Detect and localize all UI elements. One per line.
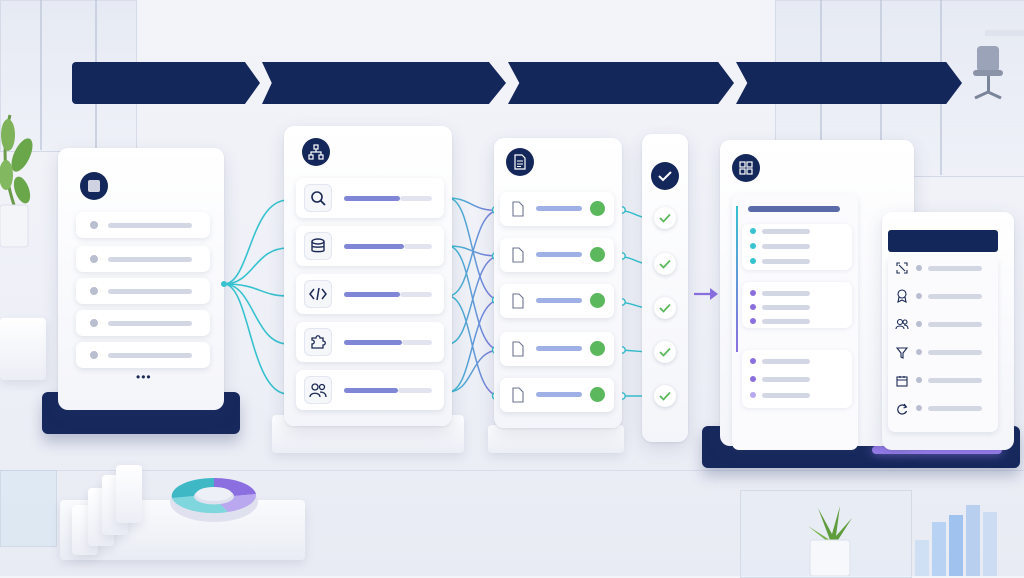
file-icon xyxy=(512,387,524,403)
list-item[interactable] xyxy=(76,212,210,238)
succulent-icon xyxy=(808,506,852,576)
status-ok-dot xyxy=(590,293,605,308)
action-list xyxy=(888,256,998,432)
stage-2[interactable] xyxy=(262,62,506,104)
glow-strip xyxy=(872,446,1002,454)
list-item[interactable] xyxy=(76,310,210,336)
users-icon xyxy=(304,376,332,404)
list-item[interactable] xyxy=(76,246,210,272)
donut-chart-icon xyxy=(170,477,258,522)
input-panel-header-icon xyxy=(80,172,108,200)
list-item[interactable] xyxy=(76,278,210,304)
tool-item-plugin[interactable] xyxy=(296,322,444,362)
expand-icon xyxy=(896,262,908,274)
result-group[interactable] xyxy=(742,350,852,408)
square-icon xyxy=(88,180,100,192)
documents-panel xyxy=(494,138,622,428)
floor-line xyxy=(0,470,1024,471)
tool-item-search[interactable] xyxy=(296,178,444,218)
stage-4[interactable] xyxy=(736,62,962,104)
tools-panel-header-icon xyxy=(302,138,330,166)
file-icon xyxy=(512,201,524,217)
file-icon xyxy=(512,247,524,263)
code-icon xyxy=(304,280,332,308)
desk xyxy=(985,30,1024,36)
check-icon xyxy=(654,253,676,275)
documents-panel-header-icon xyxy=(506,148,534,176)
refresh-icon xyxy=(897,403,908,415)
status-ok-dot xyxy=(590,341,605,356)
plant-icon xyxy=(0,114,33,248)
result-card xyxy=(732,194,858,450)
mullion xyxy=(40,0,42,150)
check-icon xyxy=(654,341,676,363)
user-group-icon xyxy=(895,318,909,330)
document-item[interactable] xyxy=(500,284,614,318)
tool-item-users[interactable] xyxy=(296,370,444,410)
check-icon xyxy=(654,385,676,407)
list-item[interactable] xyxy=(76,342,210,368)
tool-item-code[interactable] xyxy=(296,274,444,314)
result-group[interactable] xyxy=(742,282,852,328)
grid-icon xyxy=(739,161,753,175)
input-panel: ••• xyxy=(58,148,224,410)
document-item[interactable] xyxy=(500,378,614,412)
result-group[interactable] xyxy=(742,224,852,270)
badge-icon xyxy=(897,289,907,303)
file-icon xyxy=(512,293,524,309)
action-panel xyxy=(882,212,1014,450)
puzzle-icon xyxy=(304,328,332,356)
result-panel-header-icon xyxy=(732,154,760,182)
sitemap-icon xyxy=(308,144,324,160)
glass-box xyxy=(0,470,57,547)
calendar-icon xyxy=(896,376,908,387)
document-item[interactable] xyxy=(500,192,614,226)
status-ok-dot xyxy=(590,247,605,262)
validation-column xyxy=(642,134,688,442)
block xyxy=(116,465,142,523)
check-icon xyxy=(658,171,672,182)
database-icon xyxy=(304,232,332,260)
stage-3[interactable] xyxy=(508,62,734,104)
status-ok-dot xyxy=(590,387,605,402)
document-item[interactable] xyxy=(500,238,614,272)
result-panel xyxy=(720,140,914,450)
validation-header-icon xyxy=(651,162,679,190)
filter-icon xyxy=(896,347,908,359)
file-icon xyxy=(512,341,524,357)
tool-item-database[interactable] xyxy=(296,226,444,266)
timeline-line xyxy=(736,206,738,352)
action-panel-header xyxy=(888,230,998,252)
document-item[interactable] xyxy=(500,332,614,366)
stage-1[interactable] xyxy=(72,62,260,104)
status-ok-dot xyxy=(590,201,605,216)
pedestal-block xyxy=(0,318,46,380)
office-chair-icon xyxy=(973,46,1003,100)
more-indicator[interactable]: ••• xyxy=(136,370,152,384)
docs-panel-base xyxy=(488,425,624,453)
check-icon xyxy=(654,207,676,229)
check-icon xyxy=(654,297,676,319)
search-icon xyxy=(304,184,332,212)
document-icon xyxy=(514,154,526,170)
tools-panel xyxy=(284,126,452,426)
result-title-bar xyxy=(748,206,840,212)
